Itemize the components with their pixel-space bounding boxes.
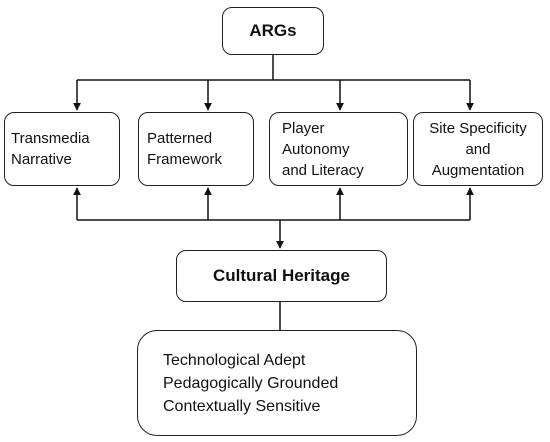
cultural-heritage-label: Cultural Heritage	[213, 266, 350, 285]
site-specificity-label: Site Specificity and Augmentation	[429, 119, 527, 179]
patterned-framework-box: Patterned Framework	[138, 112, 254, 186]
site-specificity-box: Site Specificity and Augmentation	[413, 112, 543, 186]
args-box: ARGs	[222, 7, 324, 55]
qualities-label: Technological Adept Pedagogically Ground…	[163, 351, 339, 415]
cultural-heritage-box: Cultural Heritage	[176, 250, 387, 302]
patterned-framework-label: Patterned Framework	[147, 130, 223, 168]
transmedia-narrative-box: Transmedia Narrative	[4, 112, 120, 186]
args-label: ARGs	[249, 21, 297, 40]
transmedia-narrative-label: Transmedia Narrative	[11, 130, 90, 168]
qualities-box: Technological Adept Pedagogically Ground…	[137, 330, 417, 436]
player-autonomy-box: Player Autonomy and Literacy	[269, 112, 408, 186]
player-autonomy-label: Player Autonomy and Literacy	[282, 119, 364, 179]
